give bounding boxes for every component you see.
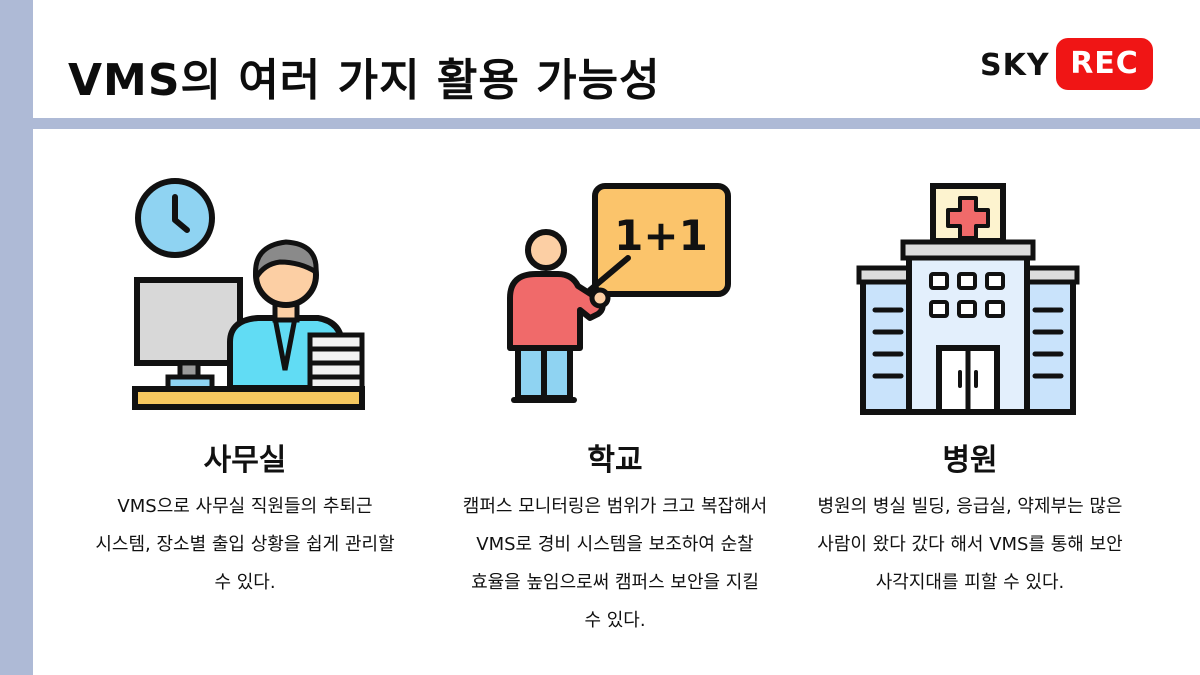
header-divider [33, 118, 1200, 129]
card-heading: 병원 [942, 443, 998, 478]
card-heading: 사무실 [203, 443, 287, 478]
board-text: 1+1 [614, 211, 708, 260]
left-accent-bar [0, 0, 33, 675]
card-description: 캠퍼스 모니터링은 범위가 크고 복잡해서 VMS로 경비 시스템을 보조하여 … [462, 496, 768, 631]
page-title: VMS의 여러 가지 활용 가능성 [68, 55, 661, 106]
card-description: 병원의 병실 빌딩, 응급실, 약제부는 많은 사람이 왔다 갔다 해서 VMS… [817, 496, 1123, 593]
logo-badge: REC [1056, 38, 1153, 90]
hospital-building-icon [856, 183, 1080, 415]
logo-sky-text: SKY [980, 48, 1050, 83]
office-worker-icon [132, 178, 365, 410]
card-description: VMS으로 사무실 직원들의 추퇴근 시스템, 장소별 출입 상황을 쉽게 관리… [95, 496, 395, 593]
card-heading: 학교 [587, 443, 643, 478]
teacher-blackboard-icon: 1+1 [507, 183, 731, 403]
skyrec-logo: SKY REC [980, 38, 1153, 90]
logo-rec-text: REC [1070, 46, 1139, 81]
